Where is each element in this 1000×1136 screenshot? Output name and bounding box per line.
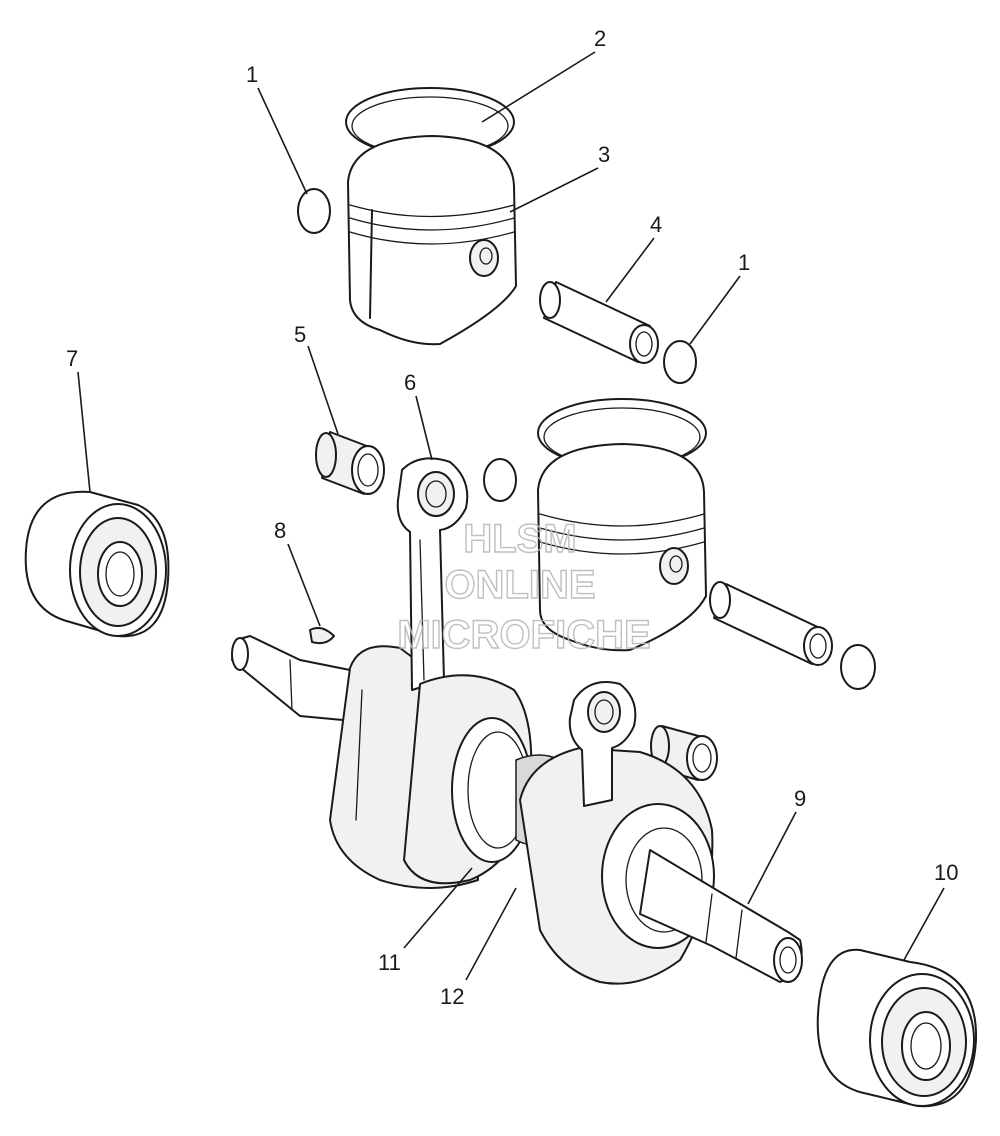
watermark-line-3: MICROFICHE — [397, 613, 650, 657]
callout-5: 5 — [294, 322, 306, 347]
callout-7: 7 — [66, 346, 78, 371]
bearing-left — [24, 490, 170, 638]
callout-9: 9 — [794, 786, 806, 811]
bearing-right — [816, 948, 978, 1108]
callout-1-upper: 1 — [246, 62, 258, 87]
piston-upper — [345, 87, 517, 346]
clip-upper-left — [297, 188, 331, 234]
callout-11: 11 — [378, 950, 401, 975]
callout-3: 3 — [598, 142, 610, 167]
watermark-line-2: ONLINE — [444, 563, 595, 607]
watermark: HLSM ONLINE MICROFICHE — [397, 516, 652, 657]
piston-pin-lower — [709, 581, 833, 666]
clip-lower-right — [840, 644, 876, 690]
callout-6: 6 — [404, 370, 416, 395]
piston-pin-upper — [539, 281, 659, 364]
callout-labels: 1 2 3 4 1 5 6 7 8 9 10 11 12 — [66, 26, 958, 1009]
callout-4: 4 — [650, 212, 662, 237]
clip-middle — [483, 458, 517, 502]
crankshaft-assembly — [231, 457, 803, 985]
clip-upper-right — [663, 340, 697, 384]
watermark-line-1: HLSM — [463, 517, 576, 561]
callout-1-lower: 1 — [738, 250, 750, 275]
woodruff-key — [309, 627, 335, 645]
callout-10: 10 — [934, 860, 958, 885]
needle-bearing-upper — [315, 431, 385, 495]
callout-2: 2 — [594, 26, 606, 51]
callout-8: 8 — [274, 518, 286, 543]
callout-12: 12 — [440, 984, 464, 1009]
piston-lower — [537, 398, 707, 652]
leader-lines — [77, 51, 945, 981]
